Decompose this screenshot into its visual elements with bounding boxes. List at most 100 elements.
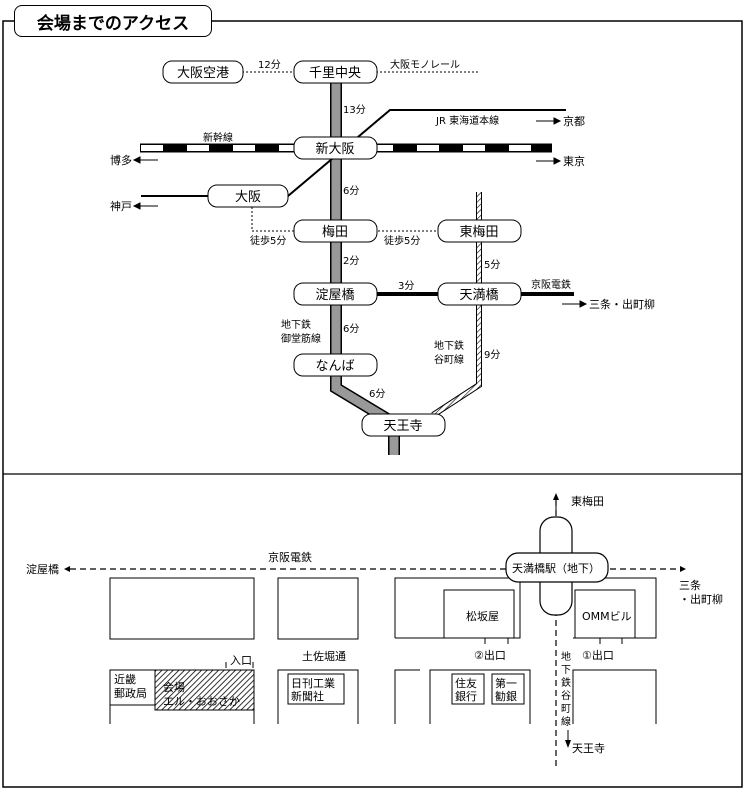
building-venue: [154, 669, 255, 711]
outer-frame: [2, 20, 743, 788]
block-2: [277, 577, 359, 640]
station-osaka: 大阪: [235, 190, 261, 205]
block-3: [394, 577, 539, 638]
station-senri: 千里中央: [309, 66, 361, 81]
dest-hakata: 博多: [110, 153, 132, 167]
area-sanjo-2: ・出町柳: [679, 592, 723, 606]
temmabashi-station-cross: [505, 516, 609, 616]
dest-kobe: 神戸: [110, 199, 132, 213]
area-higashiumeda: 東梅田: [571, 494, 604, 508]
building-daiichi: [491, 673, 525, 705]
station-higashiumeda: 東梅田: [459, 224, 498, 240]
station-tennoji: 天王寺: [383, 419, 422, 434]
area-tennoji: 天王寺: [572, 742, 605, 755]
block-6: [277, 669, 359, 724]
station-box-osaka: [207, 184, 289, 208]
line-shinkansen: 新幹線: [203, 131, 233, 144]
area-omm: OMMビル: [582, 610, 632, 623]
arrow-west: [64, 566, 70, 572]
station-box-namba: [293, 353, 378, 377]
station-box-tennoji: [361, 413, 446, 437]
time-higashiumeda-temmabashi: 5分: [484, 259, 500, 271]
building-nikkan: [287, 673, 345, 705]
station-namba: なんば: [315, 359, 354, 374]
area-daiichi-1: 第一: [495, 676, 517, 690]
area-keihan: 京阪電鉄: [268, 550, 312, 564]
dest-tokyo: 東京: [563, 154, 585, 168]
station-shinosaka: 新大阪: [315, 141, 354, 157]
building-sumitomo: [451, 673, 485, 705]
area-nikkan-1: 日刊工業: [291, 677, 335, 690]
walk-osaka-umeda: [251, 207, 300, 232]
block-7-left: [394, 669, 420, 724]
area-venue-1: 会場: [163, 681, 185, 694]
area-nikkan-2: 新聞社: [291, 689, 324, 703]
station-temmabashi: 天満橋: [459, 288, 498, 303]
station-box-itami: [162, 60, 244, 84]
time-temmabashi-tennoji: 9分: [484, 349, 500, 361]
time-itami-senri: 12分: [258, 59, 281, 71]
block-1: [109, 577, 255, 640]
arrow-south: [565, 740, 571, 748]
area-post-2: 郵政局: [114, 686, 147, 700]
area-sumitomo-1: 住友: [455, 676, 477, 690]
block-7: [429, 669, 531, 724]
area-matsuzakaya: 松坂屋: [466, 609, 499, 623]
time-namba-tennoji: 6分: [369, 388, 385, 400]
station-box-senri: [293, 60, 378, 84]
station-yodoyabashi: 淀屋橋: [315, 288, 354, 303]
line-midosuji-1: 地下鉄: [281, 318, 311, 331]
line-jr-tokaido: JR 東海道本線: [435, 114, 499, 127]
area-daiichi-2: 勧銀: [495, 689, 517, 703]
arrow-east: [680, 566, 686, 572]
area-yodoyabashi: 淀屋橋: [26, 562, 59, 576]
line-keihan: 京阪電鉄: [531, 278, 571, 291]
area-tanimachi-char: 鉄: [561, 676, 571, 689]
block-8: [572, 669, 657, 724]
time-umeda-yodoyabashi: 2分: [343, 255, 359, 267]
area-venue-2: エル・おおさか: [163, 695, 240, 708]
station-umeda: 梅田: [322, 225, 348, 240]
building-matsuzakaya: [443, 589, 515, 639]
city-blocks: [109, 577, 657, 724]
area-tosabori: 土佐堀通: [302, 649, 346, 663]
station-box-higashiumeda: [437, 219, 522, 243]
route-arrows: [132, 117, 588, 308]
building-omm: [574, 589, 636, 639]
line-monorail: 大阪モノレール: [390, 58, 460, 71]
area-sumitomo-2: 銀行: [455, 689, 477, 703]
area-tanimachi-char: 線: [561, 715, 571, 728]
area-tanimachi-char: 町: [561, 704, 571, 715]
area-tanimachi-char: 下: [561, 665, 571, 676]
station-box-shinosaka: [293, 136, 378, 160]
area-tanimachi-char: 地: [561, 650, 571, 663]
area-exit2: ②出口: [474, 648, 506, 662]
station-itami: 大阪空港: [177, 66, 229, 81]
station-box-umeda: [293, 219, 378, 243]
time-osaka-walk: 徒歩5分: [250, 234, 286, 247]
line-tanimachi-1: 地下鉄: [434, 339, 464, 352]
dest-kyoto: 京都: [563, 114, 585, 128]
station-box-temmabashi: [437, 282, 522, 306]
station-box-yodoyabashi: [293, 282, 378, 306]
area-station: 天満橋駅（地下）: [512, 561, 600, 575]
dest-sanjo: 三条・出町柳: [589, 297, 655, 311]
time-senri-shinosaka: 13分: [343, 104, 366, 116]
area-tanimachi-vertical: 地 下 鉄 谷 町 線: [561, 650, 571, 728]
exit-markers: [225, 638, 623, 668]
area-entrance: 入口: [230, 654, 252, 667]
area-sanjo-1: 三条: [679, 578, 701, 592]
time-shinosaka-umeda: 6分: [343, 185, 359, 197]
area-tanimachi-char: 谷: [561, 690, 571, 702]
time-yodoyabashi-temmabashi: 3分: [398, 280, 414, 292]
block-3-bottom: [395, 578, 521, 639]
time-umeda-walk: 徒歩5分: [384, 234, 420, 247]
page-title: 会場までのアクセス: [14, 5, 212, 37]
tanimachi-line: [431, 192, 481, 417]
line-tanimachi-2: 谷町線: [434, 353, 464, 366]
area-exit1: ①出口: [582, 648, 614, 662]
line-midosuji-2: 御堂筋線: [281, 332, 321, 345]
page-title-text: 会場までのアクセス: [36, 13, 190, 34]
station-boxes: [162, 60, 522, 437]
